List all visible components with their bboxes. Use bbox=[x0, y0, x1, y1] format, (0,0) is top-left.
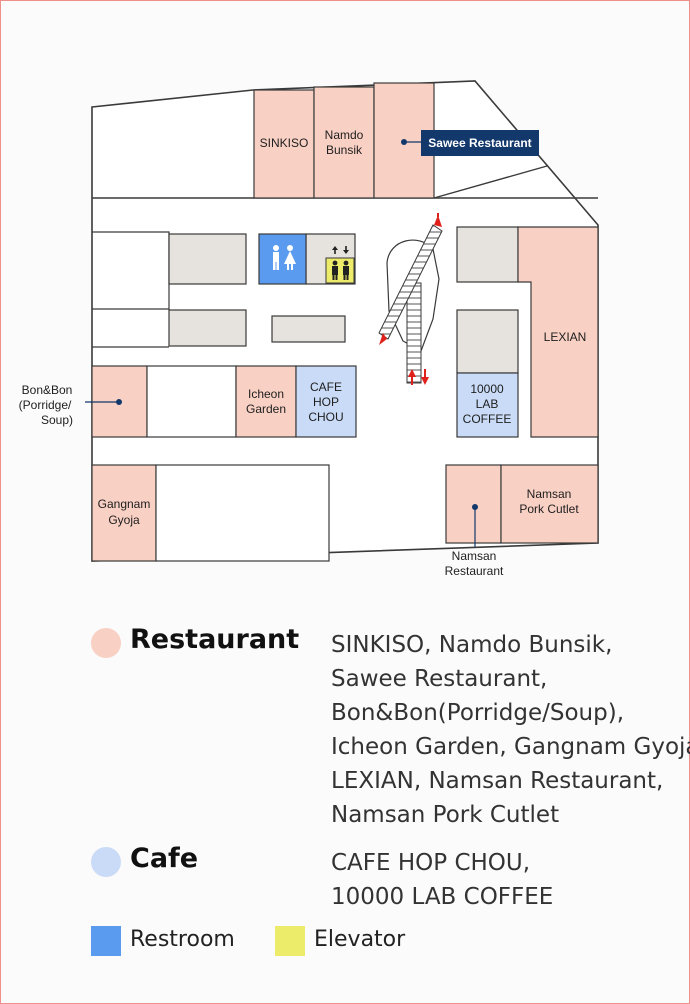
label-icheon-2: Garden bbox=[246, 402, 286, 416]
store-gangnam-gyoja[interactable] bbox=[91, 464, 157, 562]
legend-restroom-label: Restroom bbox=[130, 927, 235, 952]
elevator-area[interactable] bbox=[325, 257, 355, 284]
callout-dot-sawee bbox=[401, 139, 407, 145]
facility-block-2 bbox=[168, 309, 247, 347]
store-10000-lab-coffee[interactable] bbox=[456, 372, 519, 438]
store-cafe-hop-chou[interactable] bbox=[295, 365, 357, 438]
facility-block-r1 bbox=[456, 226, 519, 283]
cafe-color-dot bbox=[91, 847, 121, 877]
facility-block-r2 bbox=[456, 309, 519, 374]
legend-cafe-line: 10000 LAB COFFEE bbox=[331, 884, 554, 910]
label-namdo-2: Bunsik bbox=[326, 143, 363, 157]
legend-cafe-line: CAFE HOP CHOU, bbox=[331, 850, 531, 876]
elevator-color-swatch bbox=[275, 926, 305, 956]
store-sinkiso[interactable] bbox=[253, 89, 315, 199]
label-cafehop-1: CAFE bbox=[310, 380, 342, 394]
legend-restaurant-line: Bon&Bon(Porridge/Soup), bbox=[331, 700, 625, 726]
label-cutlet-1: Namsan bbox=[527, 487, 572, 501]
store-namsan-pork-cutlet[interactable] bbox=[500, 464, 599, 544]
label-bonbon-2: (Porridge/ bbox=[19, 398, 72, 412]
label-cafehop-3: CHOU bbox=[308, 410, 343, 424]
restroom-area[interactable] bbox=[258, 233, 307, 285]
legend-cafe-title: Cafe bbox=[130, 843, 199, 874]
label-lab-1: 10000 bbox=[470, 382, 504, 396]
callout-dot-bonbon bbox=[116, 399, 122, 405]
store-lexian[interactable] bbox=[517, 226, 599, 438]
empty-unit-1 bbox=[146, 365, 237, 438]
restroom-icon bbox=[273, 245, 296, 270]
facility-block-3 bbox=[271, 315, 346, 343]
restroom-color-swatch bbox=[91, 926, 121, 956]
label-icheon-1: Icheon bbox=[248, 387, 284, 401]
floor-map: SINKISO Namdo Bunsik Sawee Restaurant bbox=[19, 80, 599, 578]
label-lab-2: LAB bbox=[476, 397, 499, 411]
legend-elevator-label: Elevator bbox=[314, 927, 406, 952]
legend-cafe-list: CAFE HOP CHOU, 10000 LAB COFFEE bbox=[331, 846, 553, 914]
label-gangnam-2: Gyoja bbox=[108, 513, 140, 527]
elevator-icon bbox=[332, 246, 349, 280]
label-cafehop-2: HOP bbox=[313, 395, 339, 409]
store-namsan-restaurant[interactable] bbox=[445, 464, 502, 544]
escalator-icon bbox=[378, 213, 443, 385]
label-namsan-rest-1: Namsan bbox=[452, 549, 497, 563]
label-sinkiso: SINKISO bbox=[260, 136, 309, 150]
label-namdo-1: Namdo bbox=[325, 128, 364, 142]
legend-restaurant-line: Icheon Garden, Gangnam Gyoja, bbox=[331, 734, 690, 760]
restaurant-color-dot bbox=[91, 628, 121, 658]
label-bonbon-1: Bon&Bon bbox=[22, 383, 73, 397]
legend-restaurant-title: Restaurant bbox=[130, 624, 300, 655]
facility-block-1 bbox=[168, 233, 247, 285]
legend-restaurant-list: SINKISO, Namdo Bunsik, Sawee Restaurant,… bbox=[331, 628, 690, 832]
label-namsan-rest-2: Restaurant bbox=[445, 564, 504, 578]
callout-sawee bbox=[421, 130, 539, 156]
legend-restaurant-line: LEXIAN, Namsan Restaurant, bbox=[331, 768, 664, 794]
empty-unit-2 bbox=[155, 464, 330, 562]
legend-restaurant-line: SINKISO, Namdo Bunsik, bbox=[331, 632, 613, 658]
label-lab-3: COFFEE bbox=[463, 412, 512, 426]
legend-restaurant-line: Namsan Pork Cutlet bbox=[331, 802, 560, 828]
label-gangnam-1: Gangnam bbox=[98, 497, 151, 511]
label-lexian: LEXIAN bbox=[544, 330, 587, 344]
legend-restaurant-line: Sawee Restaurant, bbox=[331, 666, 548, 692]
label-bonbon-3: Soup) bbox=[41, 413, 73, 427]
label-cutlet-2: Pork Cutlet bbox=[519, 502, 579, 516]
label-sawee: Sawee Restaurant bbox=[428, 136, 531, 150]
